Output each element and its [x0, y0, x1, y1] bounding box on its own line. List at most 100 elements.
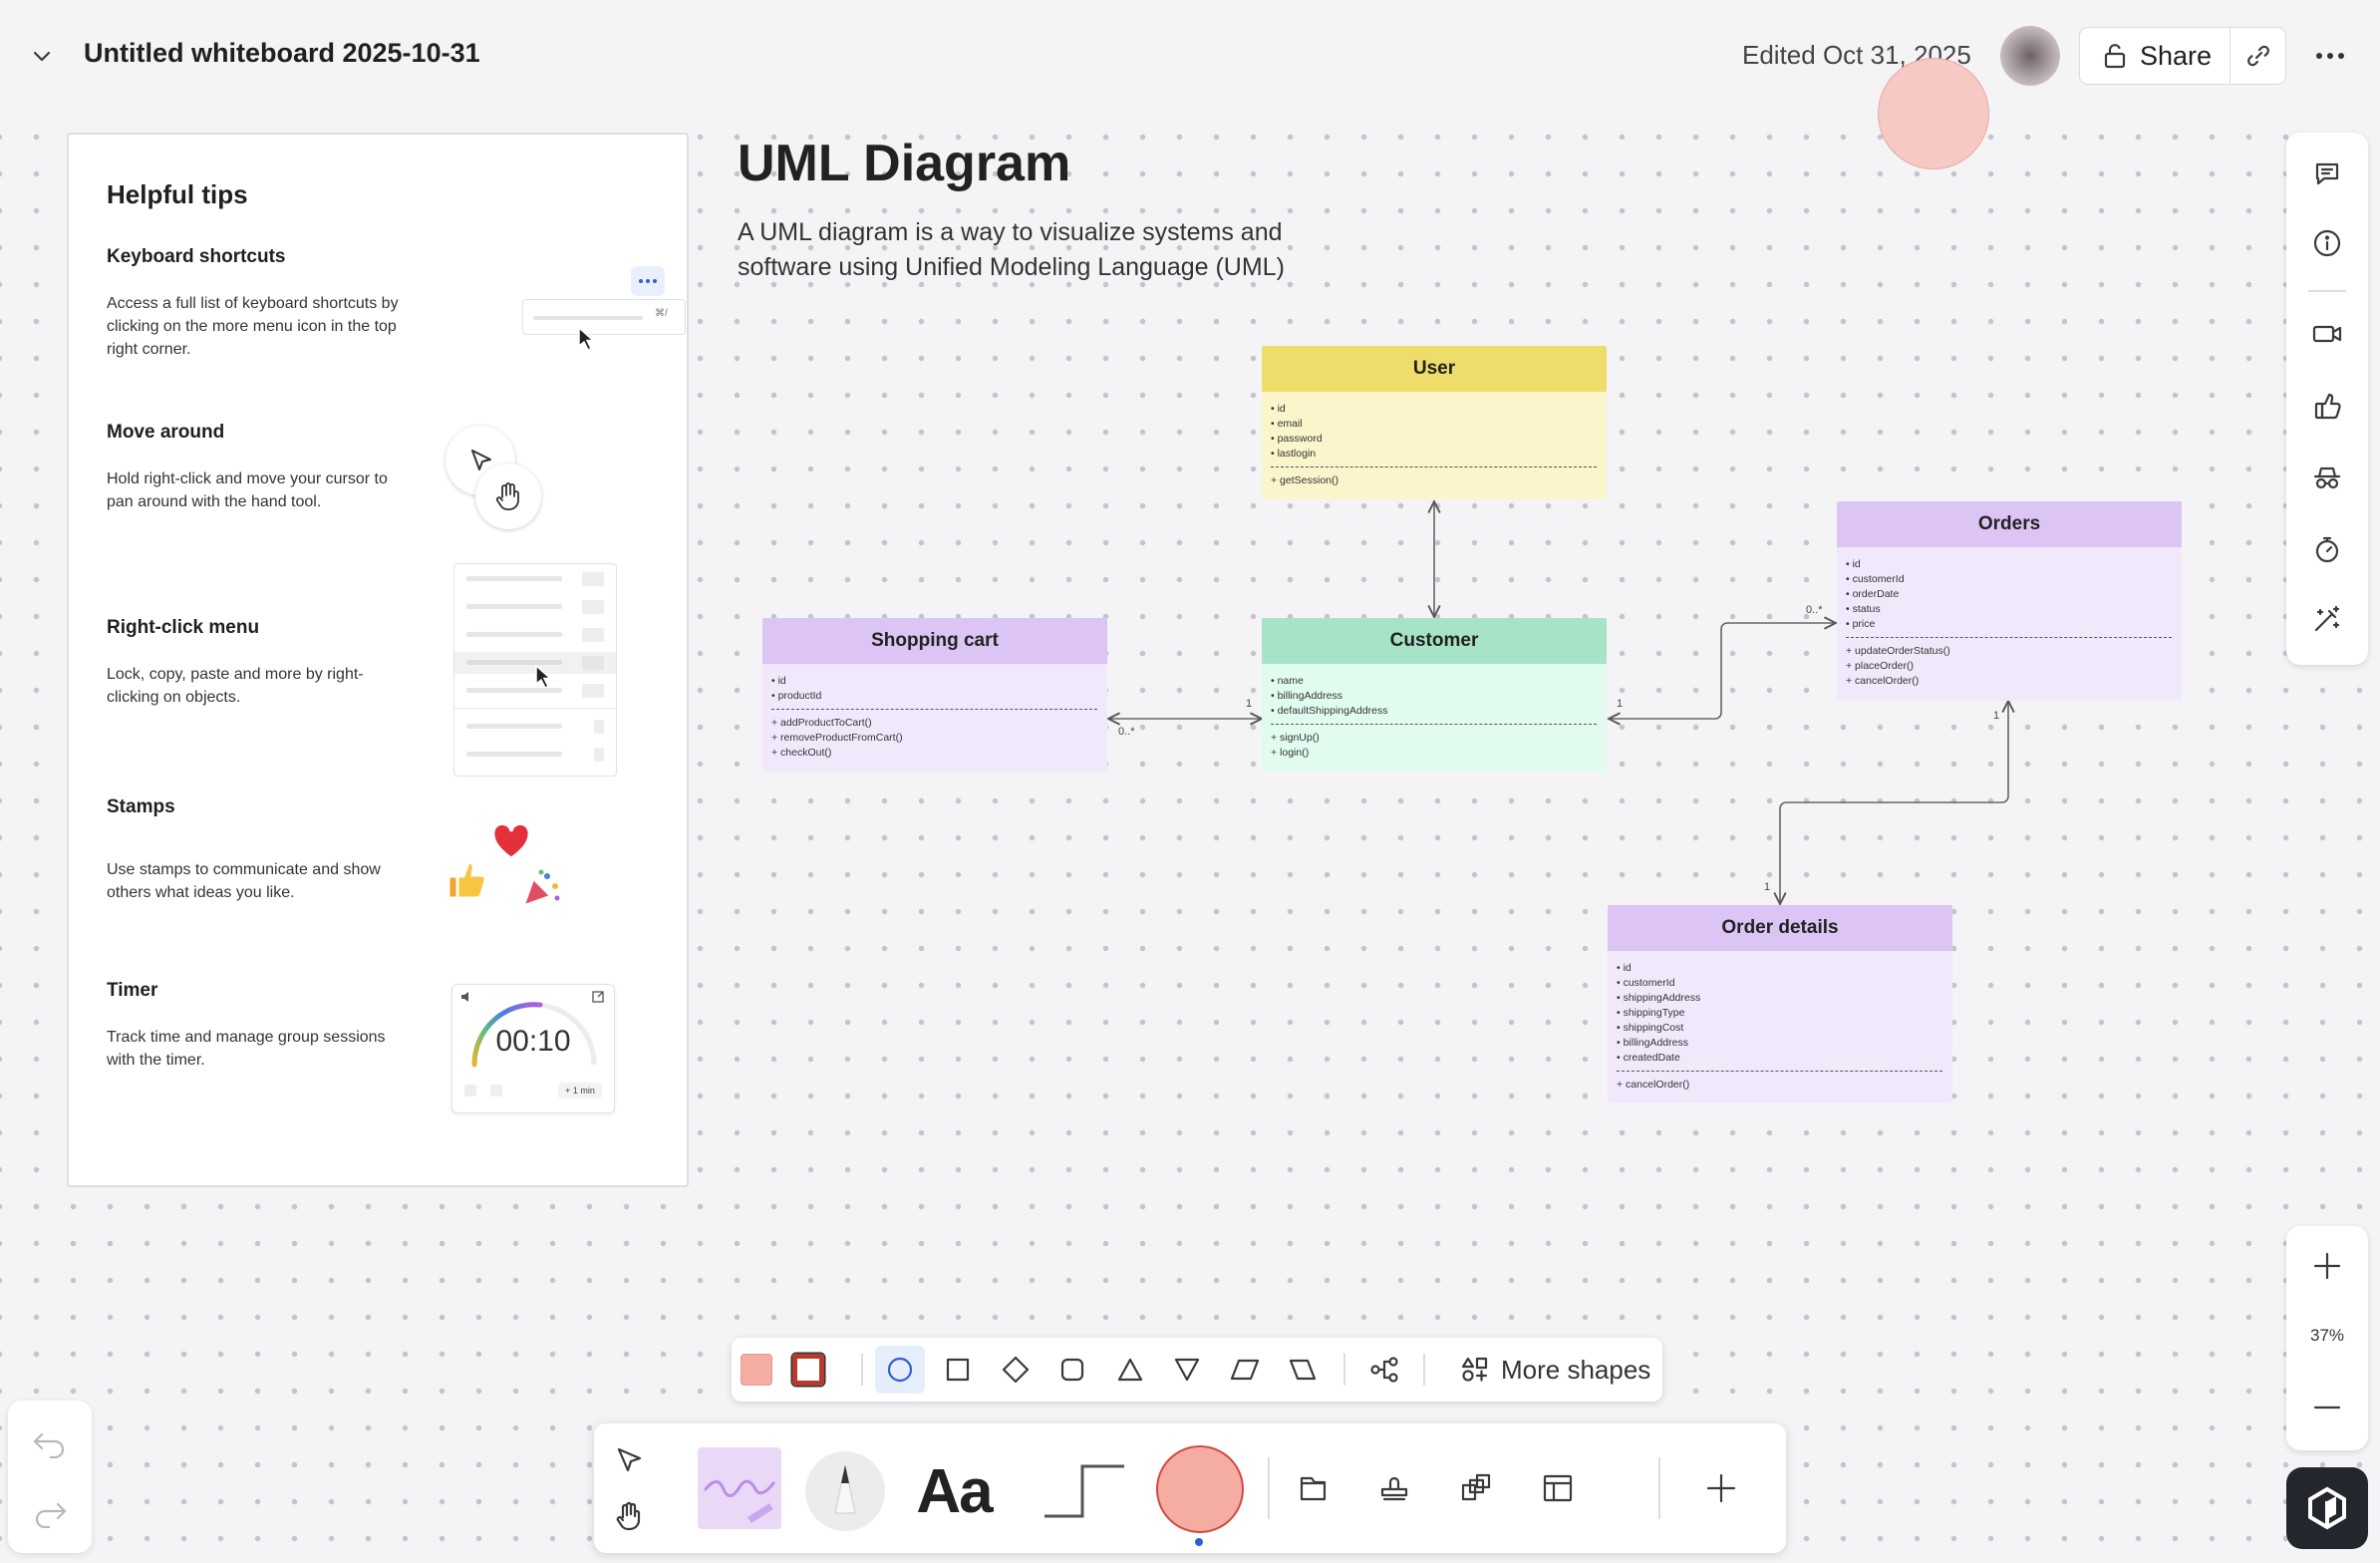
- class-attribute: • name: [1271, 675, 1304, 687]
- tip-heading: Right-click menu: [107, 617, 260, 638]
- connector-tool[interactable]: [1041, 1451, 1128, 1531]
- square-shape-button[interactable]: [933, 1346, 983, 1394]
- stamp-tool[interactable]: [1369, 1463, 1419, 1513]
- link-icon: [2244, 42, 2272, 70]
- undo-redo-group: [8, 1401, 92, 1553]
- tip-heading: Keyboard shortcuts: [107, 246, 286, 267]
- incognito-icon[interactable]: [2286, 452, 2368, 503]
- share-button[interactable]: Share: [2080, 28, 2231, 84]
- triangle-shape-button[interactable]: [1105, 1346, 1155, 1394]
- board-title[interactable]: Untitled whiteboard 2025-10-31: [84, 38, 480, 68]
- thumbs-up-icon[interactable]: [2286, 380, 2368, 432]
- class-method: + signUp(): [1271, 732, 1320, 744]
- cursor-icon: [578, 326, 595, 352]
- info-icon[interactable]: [2286, 217, 2368, 269]
- canvas-title[interactable]: UML Diagram: [738, 135, 1071, 192]
- class-attribute: • shippingType: [1617, 1007, 1685, 1019]
- class-attribute: • productId: [771, 690, 822, 702]
- helpful-tips-panel[interactable]: Helpful tips Keyboard shortcuts Access a…: [67, 133, 689, 1187]
- class-attribute: • lastlogin: [1271, 448, 1317, 460]
- circle-shape-icon: [1156, 1445, 1244, 1533]
- shape-tool[interactable]: [1154, 1443, 1246, 1535]
- zoom-level[interactable]: 37%: [2309, 1326, 2345, 1345]
- square-icon: [946, 1358, 970, 1382]
- comment-icon[interactable]: [2286, 148, 2368, 199]
- class-attribute: • id: [1271, 403, 1286, 415]
- circle-shape-button[interactable]: [875, 1346, 925, 1394]
- chevron-down-icon[interactable]: [28, 42, 56, 70]
- tips-title: Helpful tips: [107, 179, 248, 209]
- right-side-rail: [2286, 133, 2368, 665]
- party-stamp-icon: [520, 869, 560, 909]
- class-attribute: • id: [1617, 962, 1632, 974]
- more-horizontal-icon[interactable]: [2312, 38, 2348, 74]
- share-label: Share: [2140, 40, 2213, 71]
- trapezoid-shape-button[interactable]: [1278, 1346, 1328, 1394]
- text-tool[interactable]: Aa: [916, 1456, 993, 1526]
- canvas-description[interactable]: A UML diagram is a way to visualize syst…: [738, 218, 1285, 281]
- pencil-tool[interactable]: [805, 1447, 885, 1533]
- active-tool-indicator: [1195, 1538, 1203, 1546]
- class-attribute: • customerId: [1846, 573, 1905, 585]
- uml-class-shopping-cart[interactable]: Shopping cart • id • productId + addProd…: [762, 618, 1107, 772]
- hand-icon: [616, 1501, 641, 1531]
- timer-icon[interactable]: [2286, 523, 2368, 575]
- thumbs-up-stamp-icon: [446, 860, 487, 900]
- undo-icon[interactable]: [30, 1428, 70, 1458]
- parallelogram-shape-button[interactable]: [1220, 1346, 1270, 1394]
- inverted-triangle-shape-button[interactable]: [1162, 1346, 1212, 1394]
- uml-class-customer[interactable]: Customer • name • billingAddress • defau…: [1262, 618, 1607, 772]
- minus-icon[interactable]: [2307, 1388, 2347, 1427]
- frame-tool[interactable]: [1288, 1463, 1338, 1513]
- class-attribute: • customerId: [1617, 977, 1675, 989]
- select-tool[interactable]: [604, 1435, 654, 1485]
- shapes-stack-tool[interactable]: [1451, 1463, 1501, 1513]
- uml-class-order-details[interactable]: Order details • id • customerId • shippi…: [1608, 905, 1952, 1102]
- multiplicity-label: 1: [1617, 698, 1624, 710]
- template-tool[interactable]: [1533, 1463, 1583, 1513]
- video-icon[interactable]: [2286, 308, 2368, 360]
- diamond-shape-button[interactable]: [991, 1346, 1041, 1394]
- magic-wand-icon[interactable]: [2286, 593, 2368, 645]
- zoom-controls: 37%: [2286, 1226, 2368, 1450]
- timer-illustration: 00:10 + 1 min: [451, 984, 615, 1113]
- template-icon: [1543, 1474, 1573, 1502]
- class-name: Order details: [1608, 905, 1952, 951]
- more-shapes-icon: [1461, 1357, 1488, 1382]
- class-name: User: [1262, 346, 1607, 392]
- circle-shape[interactable]: [1878, 58, 1989, 169]
- class-attribute: • shippingAddress: [1617, 992, 1701, 1004]
- timer-add-button: + 1 min: [558, 1083, 602, 1098]
- copy-link-button[interactable]: [2231, 28, 2285, 84]
- rounded-square-icon: [1060, 1358, 1084, 1382]
- app-logo[interactable]: [2286, 1467, 2368, 1549]
- class-name: Orders: [1837, 501, 2182, 547]
- flowchart-button[interactable]: [1359, 1346, 1409, 1394]
- class-attribute: • billingAddress: [1271, 690, 1342, 702]
- plus-icon[interactable]: [2307, 1246, 2347, 1286]
- uml-class-orders[interactable]: Orders • id • customerId • orderDate • s…: [1837, 501, 2182, 701]
- pen-icon: [704, 1479, 775, 1523]
- plus-icon: [1706, 1473, 1736, 1503]
- class-name: Customer: [1262, 618, 1607, 664]
- uml-class-user[interactable]: User • id • email • password • lastlogin…: [1262, 346, 1607, 499]
- diamond-icon: [1002, 1356, 1030, 1384]
- pen-tool[interactable]: [698, 1447, 781, 1529]
- multiplicity-label: 1: [1246, 698, 1253, 710]
- stroke-color-swatch[interactable]: [783, 1346, 833, 1394]
- tip-body: Lock, copy, paste and more by right-clic…: [107, 666, 364, 706]
- multiplicity-label: 0..*: [1118, 726, 1135, 738]
- more-shapes-button[interactable]: More shapes: [1451, 1346, 1660, 1394]
- hand-tool[interactable]: [604, 1491, 654, 1541]
- avatar[interactable]: [2000, 26, 2060, 86]
- connector-icon: [1044, 1464, 1124, 1518]
- class-method: + addProductToCart(): [771, 717, 872, 729]
- rounded-square-shape-button[interactable]: [1047, 1346, 1097, 1394]
- redo-icon[interactable]: [30, 1498, 70, 1528]
- fill-color-swatch[interactable]: [732, 1346, 781, 1394]
- add-button[interactable]: [1696, 1463, 1746, 1513]
- class-attribute: • email: [1271, 418, 1303, 430]
- class-attribute: • id: [771, 675, 786, 687]
- class-attribute: • status: [1846, 603, 1881, 615]
- parallelogram-icon: [1230, 1359, 1260, 1381]
